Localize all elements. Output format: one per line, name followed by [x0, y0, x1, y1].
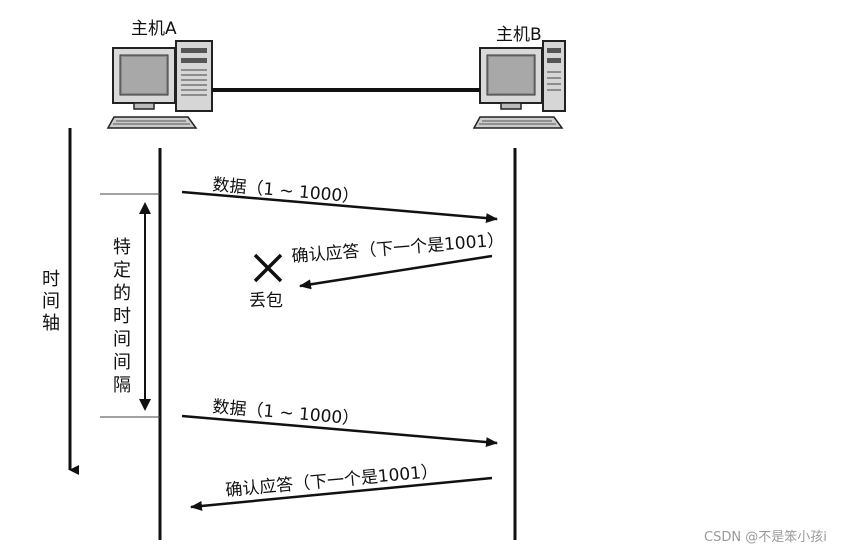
- interval-char: 间: [113, 329, 131, 350]
- interval-char: 的: [113, 283, 131, 304]
- ack-arrow-lost: [299, 254, 493, 290]
- time-axis-char: 时: [42, 269, 60, 290]
- interval-char: 时: [113, 306, 131, 327]
- interval-double-arrow: [139, 202, 151, 411]
- ack-label-2: 确认应答（下一个是1001）: [225, 462, 439, 501]
- time-axis-char: 轴: [42, 313, 60, 334]
- ack-arrow-2: [190, 476, 493, 511]
- interval-char: 特: [113, 237, 131, 258]
- watermark-text: CSDN @不是笨小孩i: [704, 529, 827, 545]
- ack-label-lost: 确认应答（下一个是1001）: [291, 230, 505, 267]
- host-b-computer-icon: [472, 40, 566, 129]
- host-b-label: 主机B: [496, 25, 542, 45]
- host-a-computer-icon: [106, 40, 213, 129]
- host-a-label: 主机A: [131, 19, 177, 39]
- packet-loss-label: 丢包: [249, 291, 283, 311]
- time-axis-label: 时 间 轴: [42, 269, 66, 334]
- data-arrow-1: [181, 190, 498, 224]
- interval-label: 特 定 的 时 间 间 隔: [113, 237, 137, 396]
- data-label-1: 数据（1 ~ 1000）: [212, 175, 360, 207]
- interval-char: 间: [113, 352, 131, 373]
- packet-loss-x-icon: [253, 253, 283, 283]
- time-axis-char: 间: [42, 291, 60, 312]
- interval-char: 隔: [113, 375, 131, 396]
- interval-char: 定: [113, 260, 131, 281]
- data-arrow-2: [181, 414, 498, 448]
